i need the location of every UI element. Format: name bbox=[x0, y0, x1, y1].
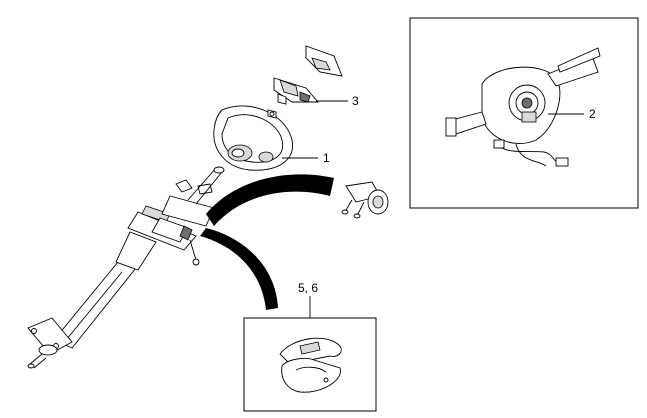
ignition-lock-cylinder bbox=[341, 181, 389, 219]
callout-5-6: 5, 6 bbox=[298, 281, 318, 295]
arrow-swoosh-upper bbox=[206, 174, 334, 226]
airbag-module bbox=[267, 45, 343, 119]
callout-3: 3 bbox=[352, 94, 359, 108]
column-covers bbox=[279, 337, 342, 393]
steering-wheel bbox=[213, 105, 293, 171]
arrow-swoosh-lower bbox=[200, 228, 278, 310]
callout-2: 2 bbox=[589, 107, 596, 121]
combination-switch bbox=[445, 47, 601, 167]
callout-1: 1 bbox=[323, 151, 330, 165]
steering-column bbox=[27, 166, 225, 369]
